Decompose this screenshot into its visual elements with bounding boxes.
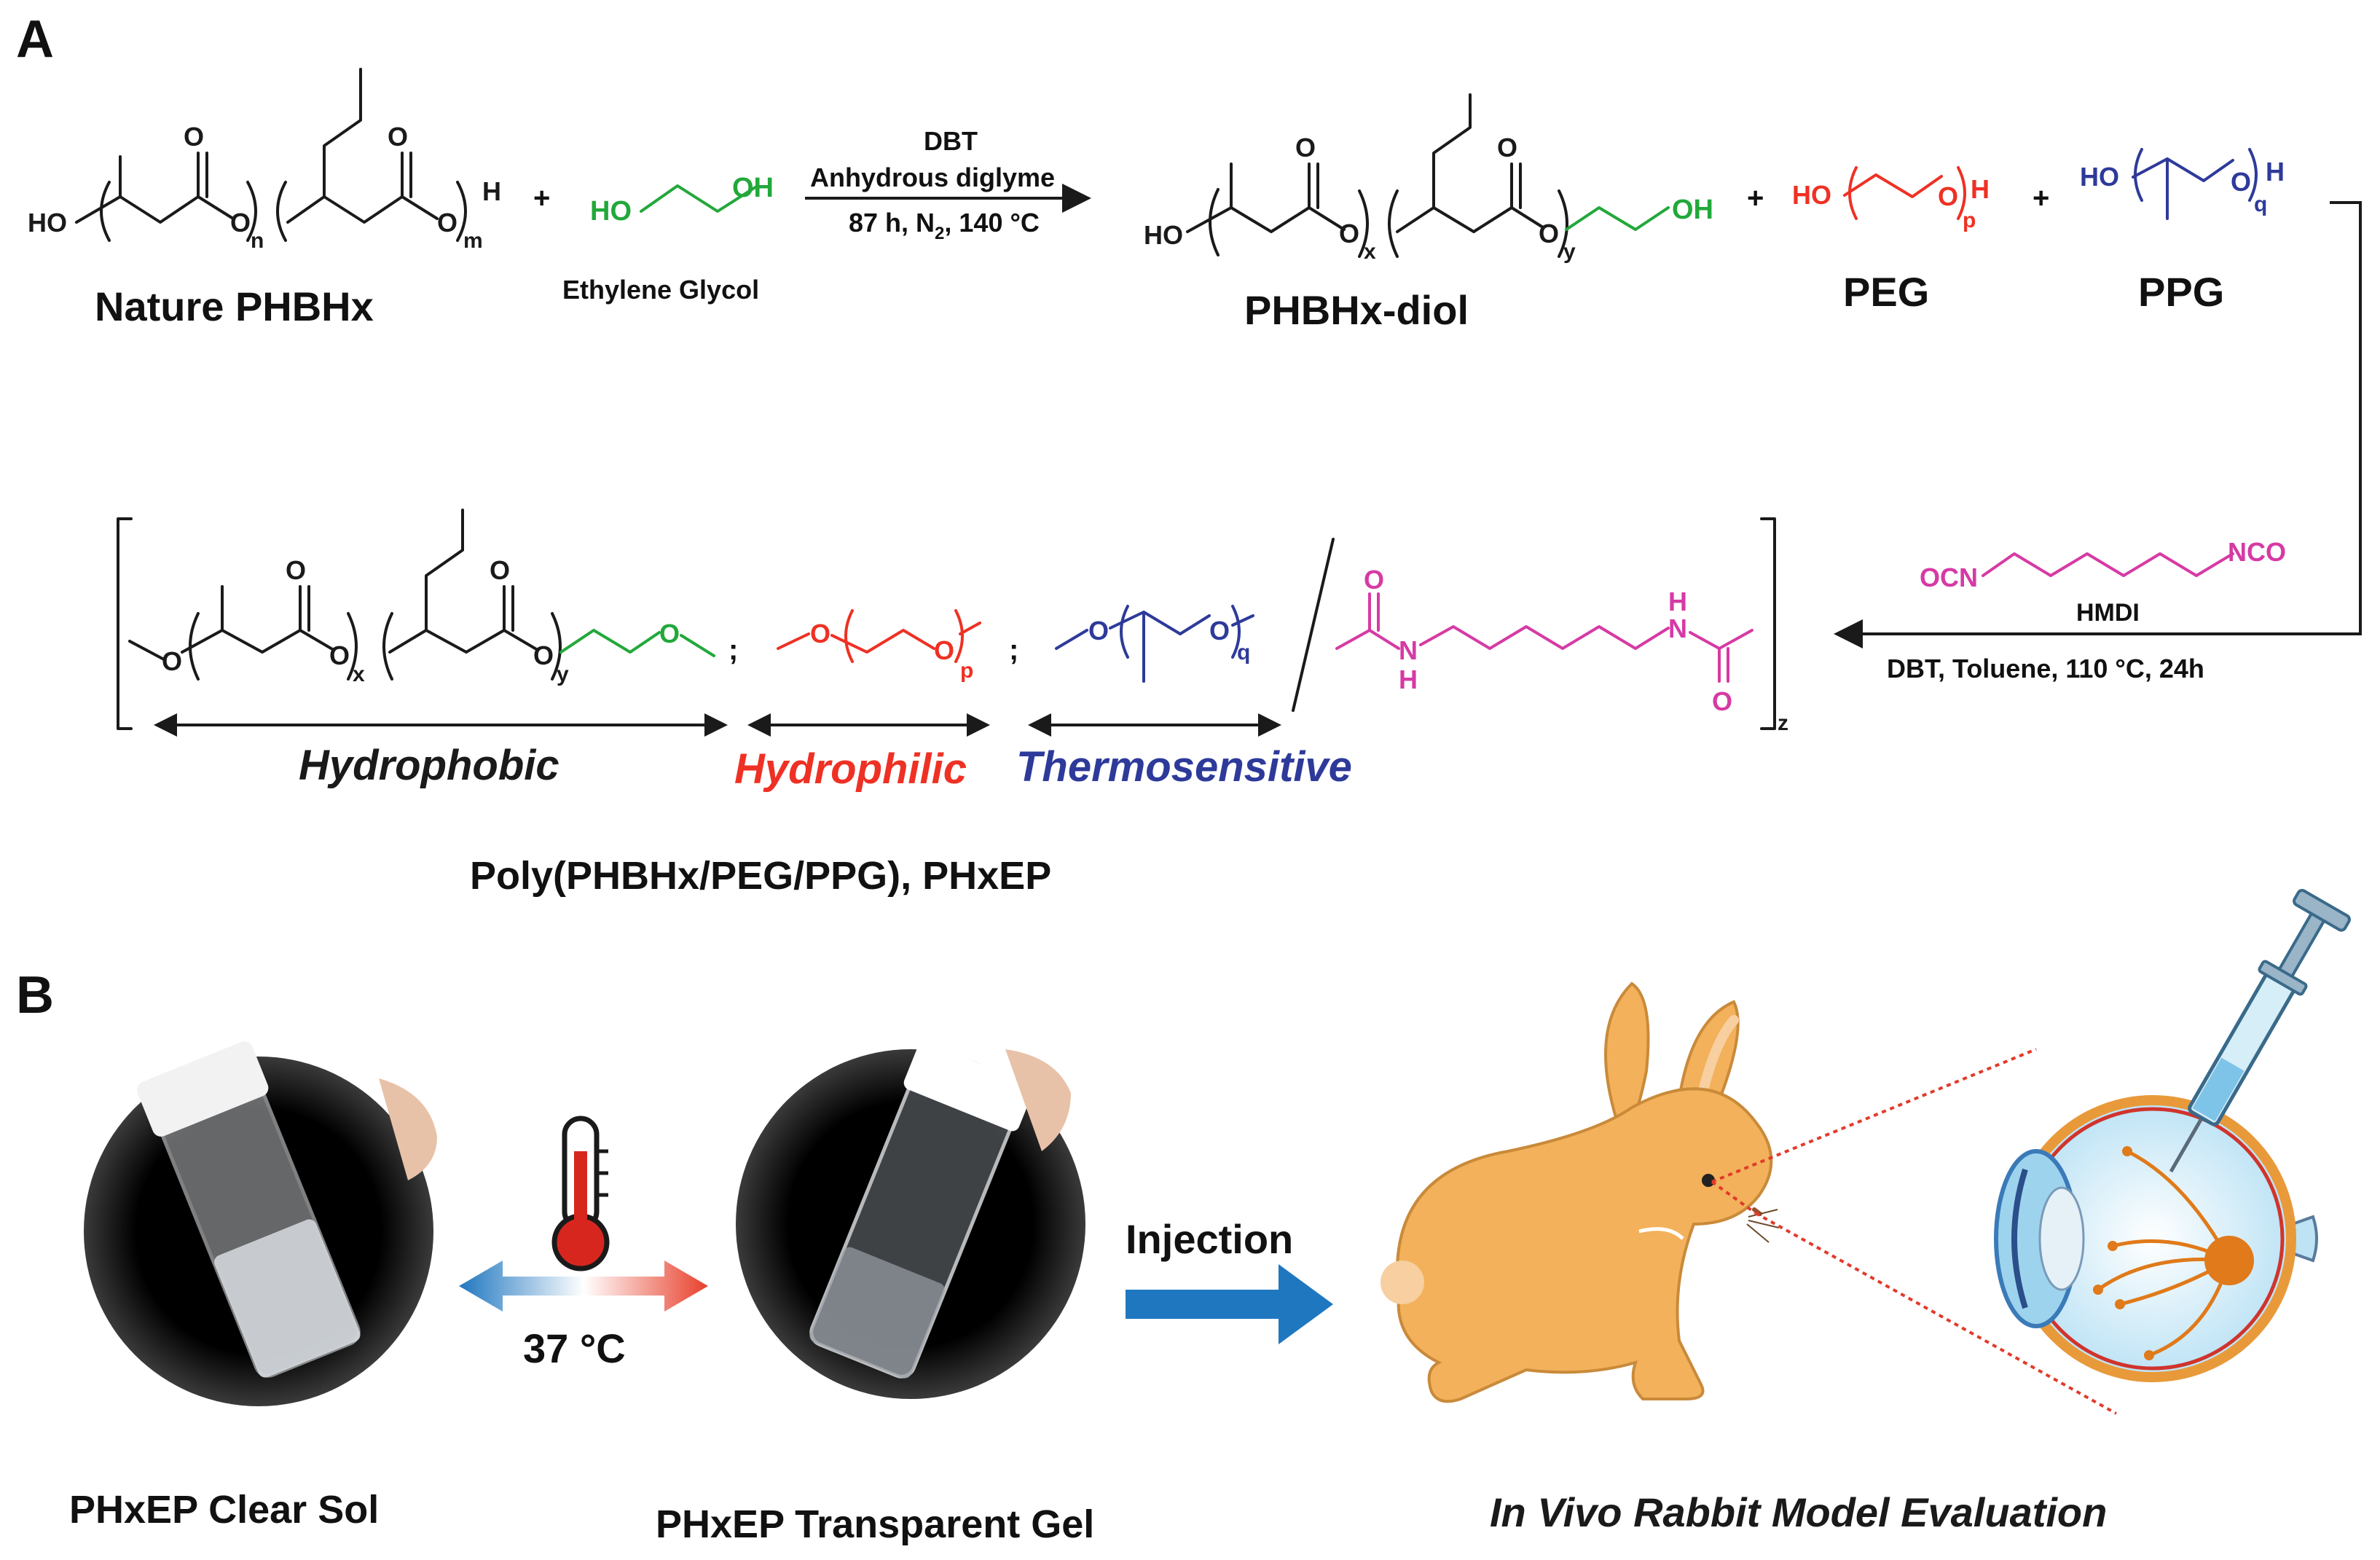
hydrophobic-label: Hydrophobic	[299, 742, 559, 789]
thermo-label: Thermosensitive	[1016, 743, 1352, 791]
svg-text:O: O	[1938, 181, 1958, 211]
rabbit-label: In Vivo Rabbit Model Evaluation	[1490, 1489, 2107, 1535]
svg-text:m: m	[463, 229, 483, 253]
product-name: Poly(PHBHx/PEG/PPG), PHxEP	[470, 854, 1051, 898]
hydrophilic-label: Hydrophilic	[734, 745, 967, 793]
svg-text:O: O	[286, 555, 306, 585]
svg-text:OCN: OCN	[1920, 563, 1978, 592]
panel-label-b: B	[16, 966, 54, 1024]
svg-text:O: O	[810, 619, 830, 648]
svg-text:+: +	[2033, 182, 2049, 214]
gel-vial-photo	[736, 1041, 1085, 1399]
cond-line-3: 87 h, N2, 140 °C	[849, 208, 1040, 243]
svg-text:N: N	[1668, 614, 1687, 643]
ethylene-glycol-structure: HO OH	[590, 173, 774, 227]
eye-pointer-lower	[1755, 1212, 2117, 1415]
svg-text:O: O	[1539, 219, 1559, 248]
svg-text:O: O	[184, 122, 204, 152]
svg-text:H: H	[1399, 665, 1418, 694]
svg-text:p: p	[1963, 208, 1976, 232]
svg-text:N: N	[1399, 635, 1418, 665]
reactant-label: Nature PHBHx	[95, 283, 374, 329]
phbhx-structure: HO O O n O O m H	[28, 68, 501, 253]
svg-text:O: O	[329, 640, 350, 670]
svg-text:O: O	[490, 555, 510, 585]
svg-text:O: O	[934, 635, 954, 665]
hmdi-label: HMDI	[2076, 599, 2140, 627]
svg-text:O: O	[1209, 616, 1230, 646]
svg-text:y: y	[557, 662, 569, 686]
panel-label-a: A	[16, 10, 54, 68]
svg-text:HO: HO	[28, 208, 67, 238]
svg-text:NCO: NCO	[2228, 537, 2286, 567]
peg-label: PEG	[1843, 269, 1929, 315]
svg-text:HO: HO	[1144, 220, 1183, 250]
svg-text:q: q	[2254, 192, 2267, 216]
eye-pointer-upper	[1711, 1048, 2037, 1183]
svg-text:H: H	[2266, 157, 2285, 187]
cond-line-4: DBT, Toluene, 110 °C, 24h	[1887, 654, 2204, 683]
svg-text:O: O	[533, 640, 554, 670]
svg-text:HO: HO	[590, 196, 632, 227]
svg-text:O: O	[1088, 616, 1109, 646]
glycol-label: Ethylene Glycol	[562, 275, 759, 305]
svg-text:O: O	[1339, 219, 1359, 248]
svg-text:OH: OH	[732, 173, 774, 203]
rabbit-icon	[1381, 981, 1780, 1403]
svg-text:+: +	[533, 182, 550, 214]
svg-text:;: ;	[1009, 634, 1018, 666]
syringe-icon	[2169, 888, 2351, 1173]
svg-text:O: O	[659, 619, 680, 648]
svg-text:p: p	[960, 659, 973, 683]
sol-label: PHxEP Clear Sol	[69, 1488, 379, 1532]
svg-text:n: n	[251, 229, 264, 253]
svg-text:O: O	[1364, 565, 1384, 595]
svg-text:H: H	[1668, 587, 1687, 616]
svg-text:x: x	[353, 662, 365, 686]
sol-vial-photo	[84, 1041, 437, 1406]
gel-label: PHxEP Transparent Gel	[656, 1502, 1094, 1546]
svg-text:O: O	[1712, 686, 1732, 716]
svg-text:HO: HO	[2080, 162, 2119, 192]
product-structure: z O O O x O O y O ; O O p ; O O	[117, 509, 1788, 735]
injection-label: Injection	[1126, 1216, 1293, 1262]
svg-text:O: O	[230, 208, 251, 238]
hmdi-structure: OCN NCO	[1920, 537, 2286, 592]
svg-text:O: O	[1295, 133, 1316, 162]
svg-text:x: x	[1364, 240, 1376, 264]
svg-text:z: z	[1778, 711, 1788, 735]
svg-text:O: O	[2231, 167, 2251, 197]
cond-line-1: DBT	[924, 126, 978, 156]
svg-text:O: O	[437, 208, 457, 238]
svg-text:OH: OH	[1672, 195, 1713, 225]
thermometer-icon	[551, 1116, 610, 1271]
svg-text:y: y	[1563, 240, 1576, 264]
peg-structure: HO O p H	[1792, 166, 1990, 232]
phbhx-diol-structure: HO O O x O O y OH	[1144, 93, 1713, 264]
cond-line-2: Anhydrous diglyme	[810, 162, 1055, 192]
ppg-structure: HO O q H	[2080, 148, 2285, 220]
eye-icon	[1994, 1095, 2318, 1382]
svg-text:q: q	[1237, 640, 1250, 665]
svg-text:;: ;	[728, 634, 738, 666]
svg-text:O: O	[162, 646, 182, 676]
connector-arrow	[1834, 201, 2362, 648]
temperature-label: 37 °C	[523, 1325, 626, 1371]
svg-text:+: +	[1747, 182, 1764, 214]
svg-text:HO: HO	[1792, 180, 1831, 210]
svg-text:H: H	[1971, 174, 1990, 204]
svg-text:H: H	[482, 176, 501, 206]
temperature-double-arrow	[459, 1261, 708, 1312]
svg-text:O: O	[388, 122, 408, 152]
diol-label: PHBHx-diol	[1244, 287, 1469, 333]
injection-arrow	[1126, 1264, 1333, 1344]
ppg-label: PPG	[2138, 269, 2224, 315]
svg-text:O: O	[1497, 133, 1517, 162]
